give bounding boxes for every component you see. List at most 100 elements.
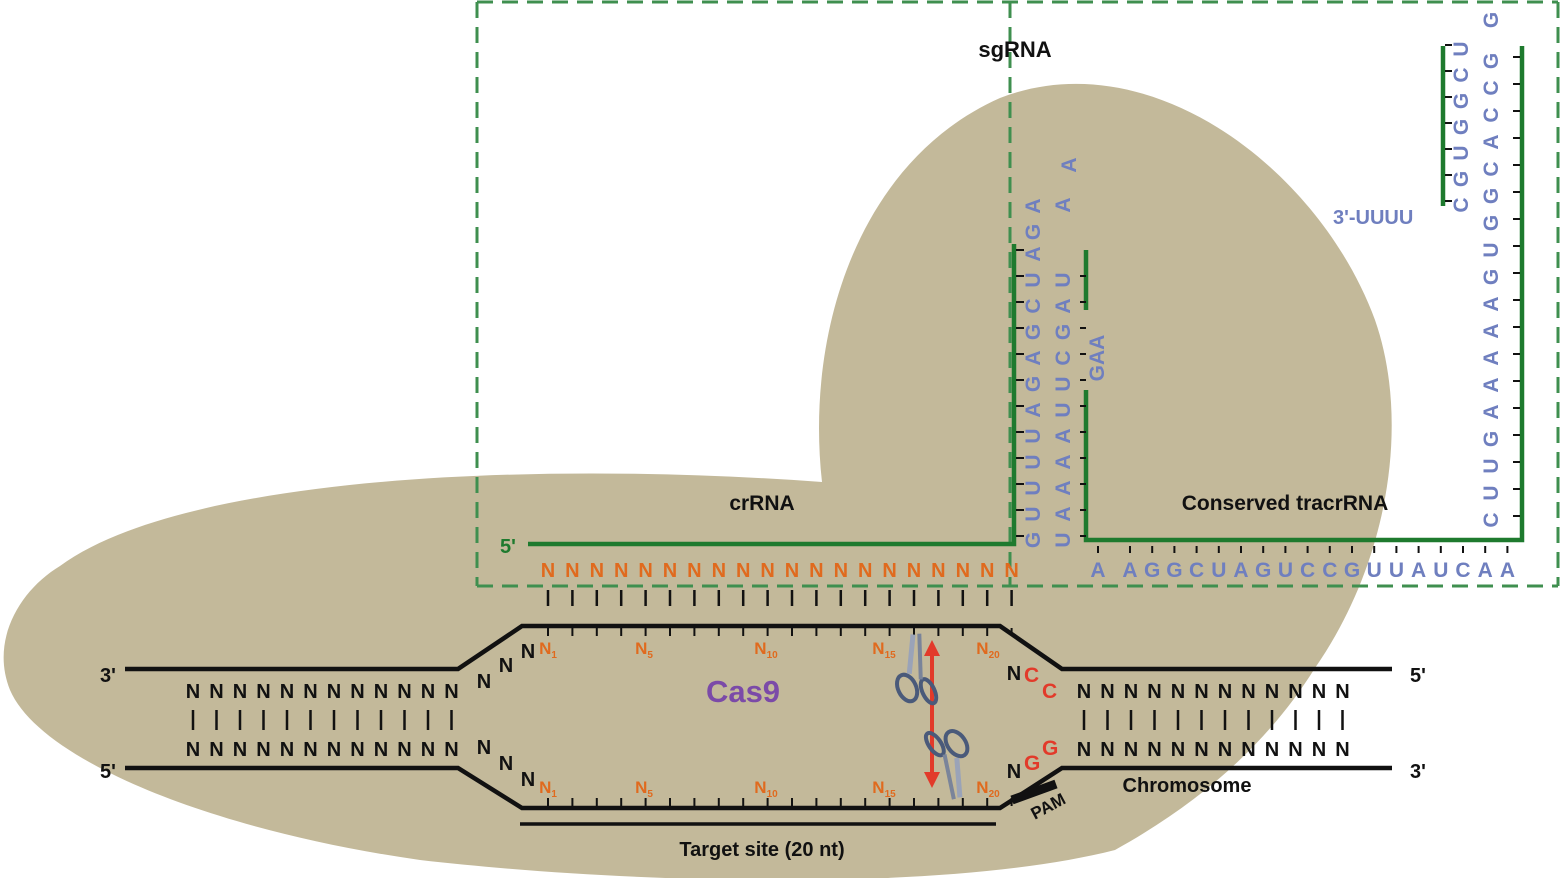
dna-base: N [477,671,491,693]
dna-base: N [1335,739,1349,761]
dna-base: N [256,681,270,703]
bulge-bases: GAA [1086,335,1109,382]
tracr-base: G [1480,431,1503,447]
cas9-protein-shape [3,83,1392,878]
spacer-base: N [882,560,896,582]
repeat-base: U [1022,272,1045,287]
target-site-label: Target site (20 nt) [679,839,844,861]
dna-base: N [350,681,364,703]
repeat-base: U [1022,506,1045,521]
spacer-base: N [907,560,921,582]
repeat-base: G [1022,376,1045,392]
dna-bottom-3prime-label: 3' [1410,761,1426,783]
dna-bottom-5prime-label: 5' [100,761,116,783]
antirepeat-base: U [1052,376,1075,391]
tracr-base: U [1367,559,1382,582]
dna-base: N [1007,663,1021,685]
tracr-base: A [1480,350,1503,365]
dna-base: N [233,681,247,703]
dna-base: N [1265,739,1279,761]
repeat-base: G [1022,532,1045,548]
tracrrna-label: Conserved tracrRNA [1182,492,1389,515]
sgrna-backbone [528,46,1525,547]
tracr-base: C [1480,80,1503,95]
antirepeat-base: C [1052,350,1075,365]
repeat-base: U [1022,428,1045,443]
spacer-base: N [712,560,726,582]
sgrna-boundary [475,0,1560,588]
tracr-base: A [1122,559,1137,582]
tracr-base: U [1480,242,1503,257]
dna-base: N [1288,681,1302,703]
tracr-base: A [1480,296,1503,311]
chromosome-label: Chromosome [1123,775,1252,797]
crrna-label: crRNA [729,492,794,515]
loop-base: A [1052,197,1075,212]
dna-base: N [1265,681,1279,703]
repeat-base: C [1022,298,1045,313]
dna-base: N [1312,739,1326,761]
dna-base: N [1241,681,1255,703]
spacer-base: N [638,560,652,582]
scissors-icon [923,729,970,800]
dna-base: N [521,641,535,663]
repeat-base: G [1022,324,1045,340]
dna-top-5prime-label: 5' [1410,665,1426,687]
tracr-base: G [1144,559,1160,582]
loop-base: G [1022,224,1045,240]
dna-base: N [1335,681,1349,703]
dna-base: N [1241,739,1255,761]
dna-base: N [1100,739,1114,761]
dna-base: N [1194,681,1208,703]
spacer-base: N [565,560,579,582]
repeat-base: U [1022,480,1045,495]
tracr-base: A [1233,559,1248,582]
spacer-base: N [760,560,774,582]
antirepeat-base: U [1052,532,1075,547]
tracr-base: G [1480,188,1503,204]
spacer-base: N [663,560,677,582]
tracr-base: U [1480,485,1503,500]
tracr-base: U [1389,559,1404,582]
tracr-base: C [1322,559,1337,582]
pam-bases: C C G G [1024,664,1058,775]
dna-base: N [1312,681,1326,703]
antirepeat-base: A [1052,506,1075,521]
tracr-base: C [1480,512,1503,527]
tracr-base: U [1450,145,1473,160]
dna-base: N [209,681,223,703]
antirepeat-base: A [1052,428,1075,443]
dna-base: N [186,681,200,703]
loop-base: A [1058,157,1081,172]
tracr-base: U [1480,458,1503,473]
dna-base: N [374,739,388,761]
dna-base: N [327,739,341,761]
spacer-base: N [980,560,994,582]
dna-base: N [209,739,223,761]
tracr-base: A [1480,404,1503,419]
dna-base: N [1124,739,1138,761]
tracr-base: C [1480,107,1503,122]
dna-base: N [421,739,435,761]
tracr-base: G [1450,93,1473,109]
tracr-base: G [1450,119,1473,135]
tracr-base: G [1166,559,1182,582]
cas9-label: Cas9 [706,674,780,709]
dna-base: N [444,739,458,761]
repeat-base: A [1022,246,1045,261]
uuuu-tail-label: 3'-UUUU [1333,207,1413,229]
antirepeat-base: U [1052,272,1075,287]
dna-base: N [397,681,411,703]
spacer-base: N [614,560,628,582]
repeat-base: A [1022,402,1045,417]
repeat-base: A [1022,350,1045,365]
dna-base: N [374,681,388,703]
tracr-base: A [1411,559,1426,582]
tracr-base: C [1189,559,1204,582]
dna-base: N [521,769,535,791]
dna-base: N [1218,739,1232,761]
dna-base: N [1171,681,1185,703]
dna-base: N [397,739,411,761]
